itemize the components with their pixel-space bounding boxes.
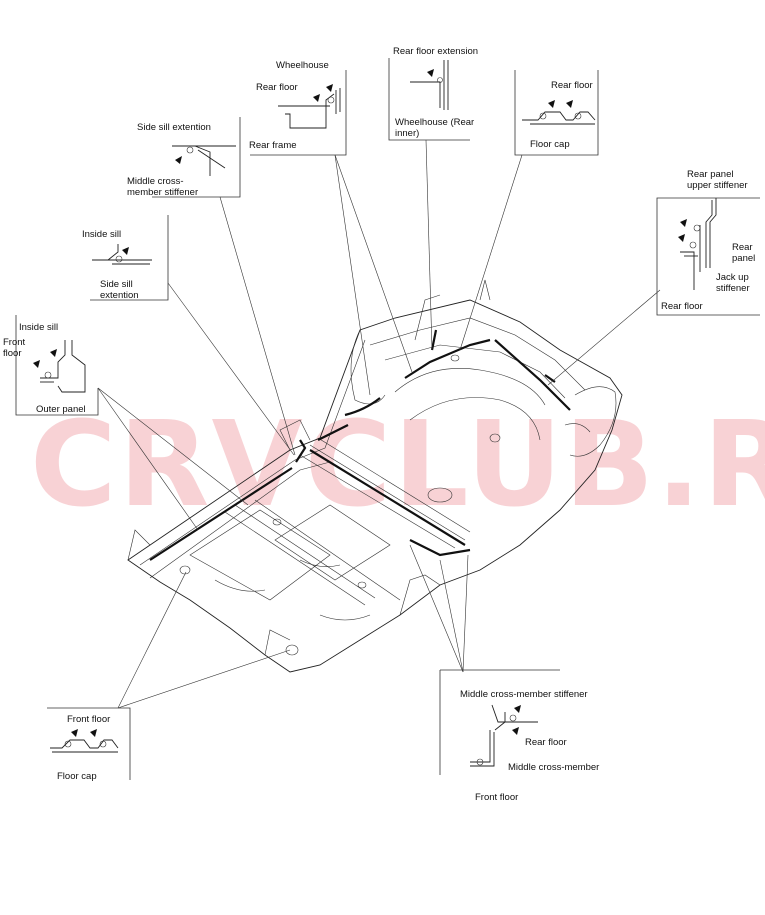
label-side-sill: Side sill [100,279,133,290]
label-rear-floor-extension: Rear floor extension [393,46,478,57]
callout-front-floor-cap: Front floor Floor cap [47,707,131,782]
label-rear-frame: Rear frame [249,140,297,151]
label-middle-cross-member: Middle cross-member [508,762,599,773]
label-floor-cap-2: Floor cap [57,771,97,782]
label-front-floor-1: Front floor [67,714,110,725]
floor-pan-drawing [127,279,623,673]
label-rear-floor-1: Rear floor [256,82,298,93]
label-panel: panel [732,253,755,264]
label-rear-floor-3: Rear floor [661,301,703,312]
label-jack-up: Jack up [716,272,749,283]
label-upper-stiffener: upper stiffener [687,180,748,191]
label-side-sill-extention: Side sill extention [137,122,211,133]
callout-rear-panel: Rear panel upper stiffener Rear panel Ja… [656,169,760,316]
label-middle-cm-stiffener: Middle cross-member stiffener [460,689,588,700]
callout-wheelhouse: Wheelhouse Rear floor Rear frame [249,60,347,156]
label-floor: floor [3,348,21,359]
label-outer-panel: Outer panel [36,404,86,415]
label-rear-panel-upper: Rear panel [687,169,733,180]
label-wheelhouse: Wheelhouse [276,60,329,71]
callout-rear-floor-extension: Rear floor extension Wheelhouse (Rear in… [388,46,478,141]
label-jack-stiffener: stiffener [716,283,750,294]
callout-outer-panel: Inside sill Front floor Outer panel [3,315,99,416]
label-front: Front [3,337,26,348]
label-extention: extention [100,290,139,301]
label-front-floor-2: Front floor [475,792,518,803]
label-rear-floor-2: Rear floor [551,80,593,91]
leader-lines [97,139,661,709]
sealant-seams [149,329,571,561]
label-inner: inner) [395,128,419,139]
watermark: CRVCLUB.RU [30,395,765,533]
label-rear: Rear [732,242,753,253]
label-member-stiffener: member stiffener [127,187,198,198]
label-middle-cross: Middle cross- [127,176,184,187]
callout-side-sill-extention: Side sill extention Middle cross- member… [127,117,241,198]
callout-middle-cross-member: Middle cross-member stiffener Rear floor… [439,669,599,803]
label-inside-sill-1: Inside sill [82,229,121,240]
label-wheelhouse-rear: Wheelhouse (Rear [395,117,474,128]
label-rear-floor-4: Rear floor [525,737,567,748]
label-floor-cap-1: Floor cap [530,139,570,150]
label-inside-sill-2: Inside sill [19,322,58,333]
callout-inside-sill: Inside sill Side sill extention [82,215,169,301]
callout-rear-floor-cap: Rear floor Floor cap [514,70,599,156]
